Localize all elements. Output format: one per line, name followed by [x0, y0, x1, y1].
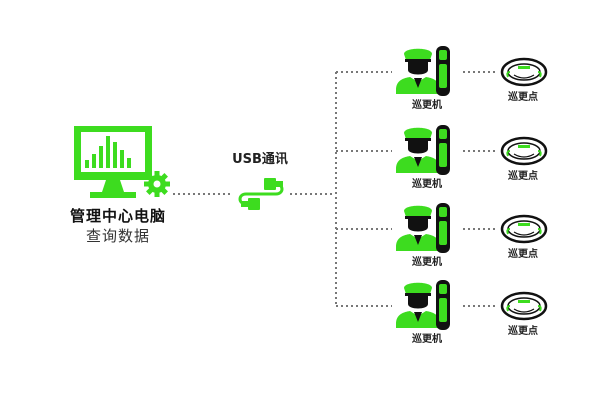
device-label: 巡更机: [412, 334, 442, 345]
gear-icon: [144, 171, 170, 197]
checkpoint-icon: [500, 136, 548, 166]
pc-subtitle: 查询数据: [85, 227, 151, 245]
guard-with-device-icon: [396, 125, 450, 175]
usb-label: USB通讯: [232, 152, 288, 167]
guard-with-device-icon: [396, 46, 450, 96]
usb-cable-icon: [238, 178, 284, 210]
pc-title: 管理中心电脑: [69, 207, 167, 225]
checkpoint-icon: [500, 57, 548, 87]
point-label: 巡更点: [508, 249, 538, 260]
checkpoint-icon: [500, 291, 548, 321]
device-label: 巡更机: [412, 179, 442, 190]
point-label: 巡更点: [508, 326, 538, 337]
guard-with-device-icon: [396, 203, 450, 253]
guard-with-device-icon: [396, 280, 450, 330]
point-label: 巡更点: [508, 171, 538, 182]
computer-icon: [74, 126, 170, 198]
device-label: 巡更机: [412, 100, 442, 111]
checkpoint-icon: [500, 214, 548, 244]
device-label: 巡更机: [412, 257, 442, 268]
point-label: 巡更点: [508, 92, 538, 103]
